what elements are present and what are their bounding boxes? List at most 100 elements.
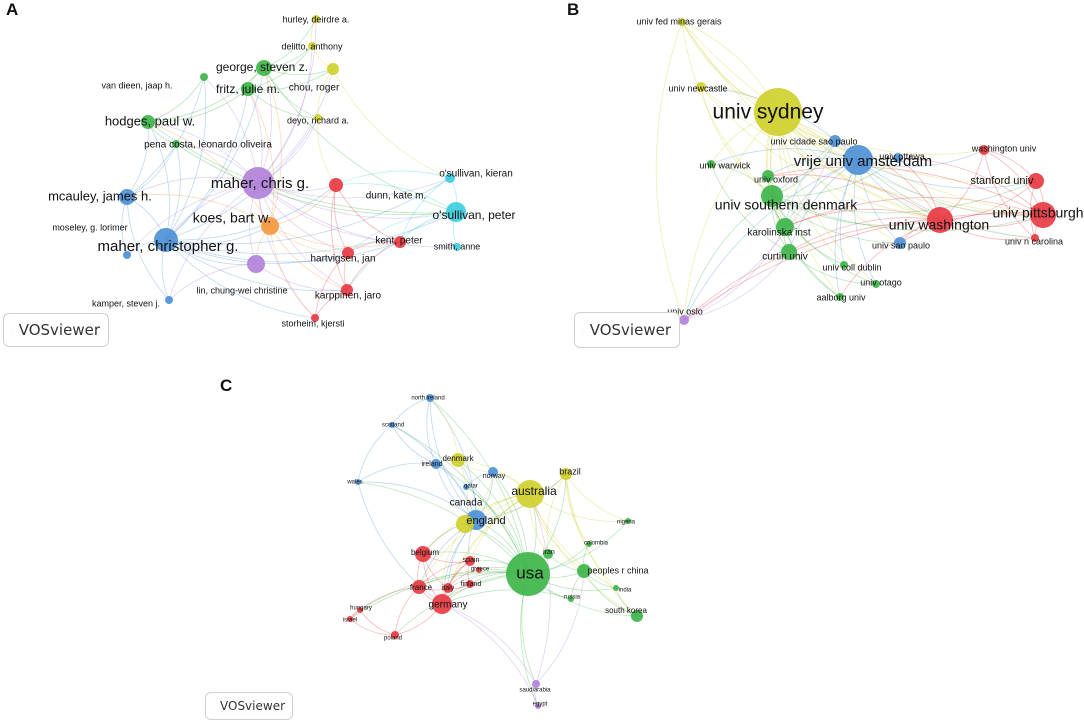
- node-univ-n-carolina[interactable]: [1031, 234, 1039, 242]
- node-univ-sydney[interactable]: [754, 88, 802, 136]
- node-germany[interactable]: [432, 594, 452, 614]
- node-label-germany: germany: [429, 600, 468, 611]
- node-washington-univ[interactable]: [979, 145, 989, 155]
- node-scotland[interactable]: [389, 422, 395, 428]
- node-canada[interactable]: [456, 515, 474, 533]
- node-hartvigsen-jan[interactable]: [342, 247, 354, 259]
- network-link: [332, 68, 451, 179]
- node-van-dieen-jaap-h[interactable]: [200, 73, 208, 81]
- node-mcauley-james-h[interactable]: [119, 189, 135, 205]
- node-pena-costa-leonardo-oliveira[interactable]: [172, 140, 180, 148]
- node-nigeria[interactable]: [625, 518, 631, 524]
- node-north-ireland[interactable]: [426, 394, 434, 402]
- node-spain[interactable]: [465, 556, 475, 566]
- network-link: [165, 211, 457, 255]
- node-chou-roger[interactable]: [327, 63, 339, 75]
- network-link: [681, 21, 1044, 216]
- node-stanford-univ[interactable]: [1028, 173, 1044, 189]
- node-greece[interactable]: [476, 567, 482, 573]
- node-moseley-g-lorimer[interactable]: [123, 251, 131, 259]
- node-kamper-steven-j[interactable]: [165, 296, 173, 304]
- node-label-fritz-julie-m: fritz, julie m.: [216, 82, 280, 96]
- node-ireland[interactable]: [431, 459, 441, 469]
- node-qatar[interactable]: [463, 484, 469, 490]
- network-link: [357, 424, 393, 483]
- node-wales[interactable]: [355, 479, 361, 485]
- node-koes-bart-w[interactable]: [261, 217, 279, 235]
- node-univ-coll-dublin[interactable]: [840, 261, 848, 269]
- network-link: [834, 140, 941, 221]
- node-label-smith-anne: smith, anne: [434, 241, 481, 251]
- node-karppinen-jaro[interactable]: [341, 284, 353, 296]
- node-aalborg-univ[interactable]: [836, 293, 844, 301]
- node-univ-newcastle[interactable]: [696, 82, 706, 92]
- node-finland[interactable]: [466, 580, 474, 588]
- node-denmark[interactable]: [451, 453, 465, 467]
- node-storheim-kjersti[interactable]: [311, 314, 319, 322]
- node-univ-fed-minas-gerais[interactable]: [678, 18, 686, 26]
- node-univ-warwick[interactable]: [707, 160, 715, 168]
- node-label-stanford-univ: stanford univ: [971, 175, 1034, 187]
- node-peoples-r-china[interactable]: [577, 564, 591, 578]
- node-delitto-anthony[interactable]: [308, 42, 316, 50]
- network-link: [147, 88, 249, 123]
- node-curtin-univ[interactable]: [781, 244, 797, 260]
- node-deyo-richard-a[interactable]: [314, 114, 322, 122]
- node-saudiarabia[interactable]: [532, 680, 540, 688]
- node-label-hungary: hungary: [350, 606, 372, 612]
- node-brazil[interactable]: [560, 468, 572, 480]
- node-univ-pittsburgh[interactable]: [1030, 202, 1056, 228]
- node-univ-oxford[interactable]: [762, 170, 774, 182]
- node-india[interactable]: [613, 585, 619, 591]
- node-label-scotland: scotland: [382, 423, 404, 429]
- node-france[interactable]: [412, 580, 426, 594]
- node-univ-oslo[interactable]: [679, 315, 689, 325]
- node-label-univ-southern-denmark: univ southern denmark: [715, 197, 858, 213]
- node-vrije-univ-amsterdam[interactable]: [843, 145, 873, 175]
- network-link: [175, 143, 457, 216]
- network-link: [255, 263, 348, 291]
- node-label-mcauley-james-h: mcauley, james h.: [48, 188, 152, 203]
- node-kent-peter[interactable]: [394, 236, 406, 248]
- node-italy[interactable]: [443, 583, 453, 593]
- node-dunn-kate-m[interactable]: [329, 178, 343, 192]
- network-link: [771, 180, 1037, 214]
- node-russia[interactable]: [568, 596, 574, 602]
- node-hodges-paul-w[interactable]: [141, 115, 155, 129]
- node-label-univ-oxford: univ oxford: [754, 174, 798, 184]
- node-univ-cidade-sao-paulo[interactable]: [829, 135, 841, 147]
- node-label-vrije-univ-amsterdam: vrije univ amsterdam: [794, 153, 932, 170]
- node-iran[interactable]: [543, 549, 553, 559]
- node-egypt[interactable]: [535, 703, 541, 709]
- node-lin-chung-wei-christine[interactable]: [247, 255, 265, 273]
- node-colombia[interactable]: [586, 541, 592, 547]
- node-israel[interactable]: [347, 616, 353, 622]
- node-univ-ottawa[interactable]: [893, 153, 903, 163]
- node-univ-otago[interactable]: [872, 280, 880, 288]
- node-maher-chris-g[interactable]: [242, 167, 274, 199]
- network-link: [168, 263, 257, 301]
- node-usa[interactable]: [506, 552, 550, 596]
- node-australia[interactable]: [516, 480, 544, 508]
- node-hurley-deirdre-a[interactable]: [312, 15, 320, 23]
- node-george-steven-z[interactable]: [256, 60, 272, 76]
- node-o-sullivan-kieran[interactable]: [445, 173, 455, 183]
- node-maher-christopher-g[interactable]: [154, 228, 178, 252]
- node-poland[interactable]: [391, 631, 399, 639]
- node-univ-southern-denmark[interactable]: [761, 185, 783, 207]
- network-link: [126, 194, 271, 227]
- node-hungary[interactable]: [357, 607, 363, 613]
- node-smith-anne[interactable]: [453, 243, 461, 251]
- node-karolinska-inst[interactable]: [776, 218, 794, 236]
- node-label-univ-sydney: univ sydney: [713, 101, 824, 124]
- node-belgium[interactable]: [415, 546, 431, 562]
- network-link: [529, 493, 638, 617]
- node-norway[interactable]: [488, 467, 498, 477]
- node-label-brazil: brazil: [559, 466, 581, 476]
- node-o-sullivan-peter[interactable]: [446, 202, 466, 222]
- node-univ-sao-paulo[interactable]: [894, 237, 906, 249]
- node-univ-washington[interactable]: [927, 207, 953, 233]
- network-link: [126, 121, 149, 198]
- node-fritz-julie-m[interactable]: [241, 82, 255, 96]
- node-south-korea[interactable]: [631, 610, 643, 622]
